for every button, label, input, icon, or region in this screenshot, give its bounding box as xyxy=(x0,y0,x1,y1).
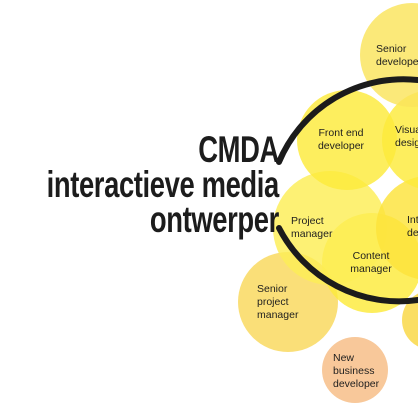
orbit-arc xyxy=(276,76,418,305)
label-line: Project xyxy=(291,215,324,227)
page-title: CMDA interactieve media ontwerper xyxy=(46,129,280,240)
label-line: Visual xyxy=(395,124,418,136)
label-line: Senior xyxy=(257,283,288,295)
label-line: manager xyxy=(257,309,299,321)
label-line: Front end xyxy=(319,127,364,139)
bubble-front-end-developer xyxy=(297,90,397,190)
label-line: project xyxy=(257,296,289,308)
label-line: New xyxy=(333,352,354,364)
label-line: business xyxy=(333,365,374,377)
bubble-senior-developer xyxy=(360,3,418,107)
label-line: designer xyxy=(407,227,418,239)
title-line-interactive-media: interactieve media xyxy=(46,164,280,205)
label-line: developer xyxy=(376,56,418,68)
bubble-visual-designer xyxy=(382,92,418,188)
edge-bubble xyxy=(402,293,418,347)
label-interaction-designer: Interactiondesigner xyxy=(407,214,418,239)
label-line: developer xyxy=(318,140,365,152)
bubble-new-business-developer xyxy=(322,337,388,403)
label-line: developer xyxy=(333,378,380,390)
label-line: designer xyxy=(395,137,418,149)
label-line: Senior xyxy=(376,43,407,55)
label-line: Content xyxy=(353,250,390,262)
title-line-cmda: CMDA xyxy=(198,129,279,170)
label-line: manager xyxy=(291,228,333,240)
title-line-designer: ontwerper xyxy=(149,199,279,240)
label-visual-designer: Visualdesigner xyxy=(395,124,418,149)
bubble-interaction-designer xyxy=(376,176,418,280)
label-line: Interaction xyxy=(407,214,418,226)
label-line: manager xyxy=(350,263,392,275)
